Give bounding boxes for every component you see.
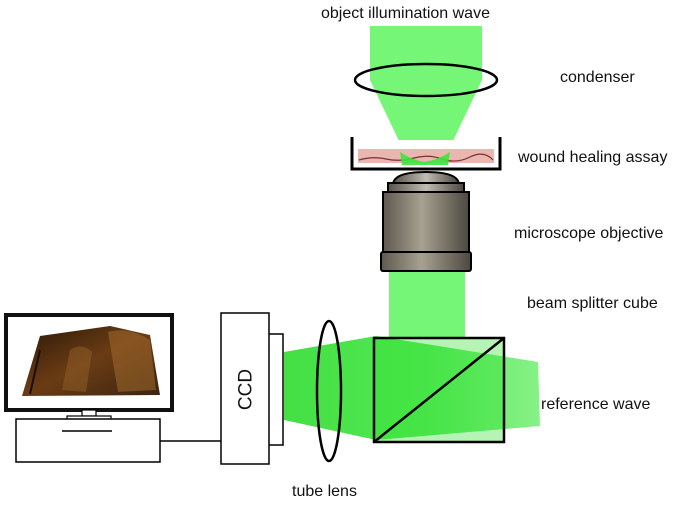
label-ccd: CCD [235,368,257,411]
condenser-lens [353,62,499,98]
ccd-camera [220,312,284,465]
label-condenser: condenser [560,69,635,86]
microscope-objective [380,170,472,272]
wound-healing-assay-dish [350,137,502,171]
label-tube-lens: tube lens [292,483,357,500]
computer-base [15,418,161,463]
tube-lens [315,319,343,463]
computer-monitor [4,313,174,423]
label-object-illumination-wave: object illumination wave [321,5,490,22]
beam-splitter-cube [372,336,506,444]
label-reference-wave: reference wave [541,396,651,413]
label-beam-splitter-cube: beam splitter cube [527,295,658,312]
label-wound-healing-assay: wound healing assay [518,149,668,166]
object-illumination-beam [370,26,482,338]
label-microscope-objective: microscope objective [514,225,664,242]
